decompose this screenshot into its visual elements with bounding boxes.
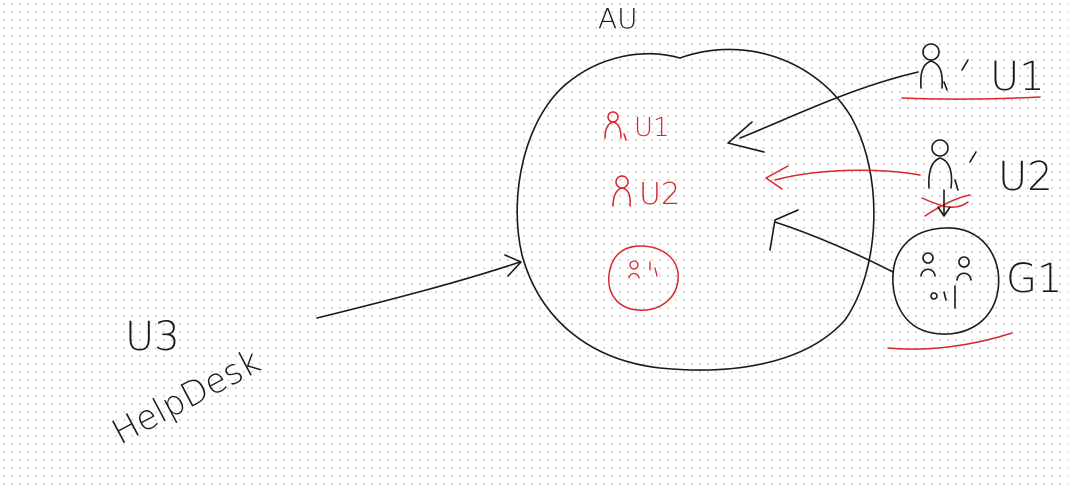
administrative-unit-circle xyxy=(516,48,875,371)
arrow-g1-to-au xyxy=(769,209,894,273)
arrow-u1-to-au xyxy=(727,71,919,153)
au-label: AU xyxy=(598,2,638,35)
person-icon-member-u2 xyxy=(612,175,631,207)
au-member-u2: U2 xyxy=(612,175,680,212)
user-u1: U1 xyxy=(901,43,1045,100)
g1-underline xyxy=(887,332,1013,350)
g1-label: G1 xyxy=(1006,256,1062,302)
person-icon-u1 xyxy=(919,43,969,91)
arrow-u2-to-au xyxy=(765,165,921,190)
member-group-circle xyxy=(608,245,679,311)
u1-label: U1 xyxy=(990,54,1045,100)
member-u1-label: U1 xyxy=(634,113,670,143)
u2-label: U2 xyxy=(998,154,1053,200)
group-g1: G1 xyxy=(887,227,1062,350)
u2-cross-mark xyxy=(921,194,971,217)
user-u3-helpdesk: U3 HelpDesk xyxy=(105,314,267,453)
au-member-group xyxy=(608,245,679,311)
user-u2: U2 xyxy=(921,139,1053,217)
u1-underline xyxy=(901,96,1041,100)
member-u2-label: U2 xyxy=(639,177,680,212)
group-members-icon xyxy=(920,252,972,309)
person-icon-member-u1 xyxy=(604,111,627,141)
arrow-u2-to-g1 xyxy=(937,189,951,217)
u3-label: U3 xyxy=(125,314,180,360)
au-member-u1: U1 xyxy=(604,111,670,143)
arrow-u3-to-au xyxy=(316,254,522,319)
group-g1-circle xyxy=(892,227,1000,335)
person-icon-u2 xyxy=(928,139,977,191)
